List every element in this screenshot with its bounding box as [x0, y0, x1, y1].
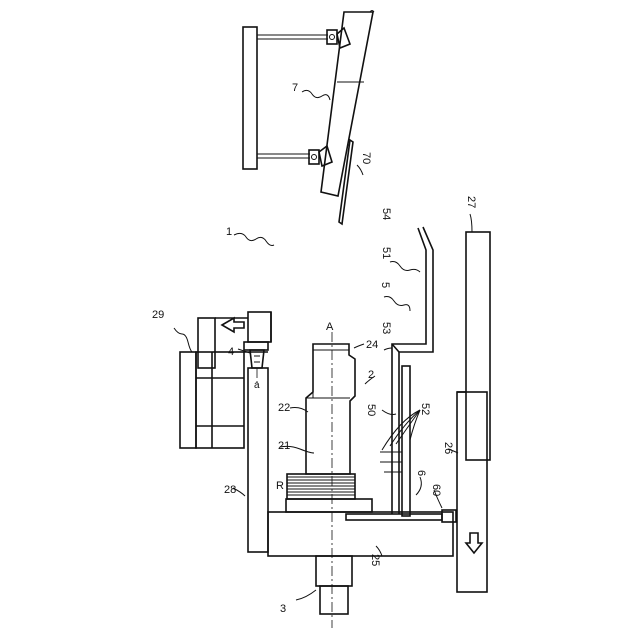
label-27: 27 — [465, 196, 477, 208]
label-6: 6 — [415, 470, 427, 476]
guide-5 — [346, 227, 456, 522]
label-60: 60 — [430, 484, 442, 496]
label-51: 51 — [380, 247, 392, 259]
label-25: 25 — [369, 554, 381, 566]
base-26-27 — [457, 232, 490, 592]
upper-assembly-7 — [243, 11, 374, 225]
label-A: A — [326, 321, 334, 333]
label-50: 50 — [365, 404, 377, 416]
label-70: 70 — [360, 152, 372, 164]
reference-labels: 1 7 70 29 4 a A 22 21 R 28 24 2 53 5 51 … — [152, 82, 477, 615]
label-a: a — [254, 380, 260, 391]
label-7: 7 — [292, 82, 298, 94]
label-22: 22 — [278, 402, 290, 414]
label-2: 2 — [368, 369, 374, 381]
label-5: 5 — [379, 282, 391, 288]
label-29: 29 — [152, 309, 164, 321]
label-53: 53 — [380, 322, 392, 334]
label-24: 24 — [366, 339, 378, 351]
label-28: 28 — [224, 484, 236, 496]
label-4: 4 — [228, 346, 234, 358]
label-21: 21 — [278, 440, 290, 452]
label-1: 1 — [226, 226, 232, 238]
label-3: 3 — [280, 603, 286, 615]
spindle-2 — [287, 344, 355, 499]
label-52: 52 — [419, 403, 431, 415]
label-54: 54 — [380, 208, 392, 220]
stack-lines — [287, 477, 355, 495]
leader-lines — [174, 90, 472, 600]
label-26: 26 — [442, 442, 454, 454]
label-R: R — [276, 480, 284, 492]
